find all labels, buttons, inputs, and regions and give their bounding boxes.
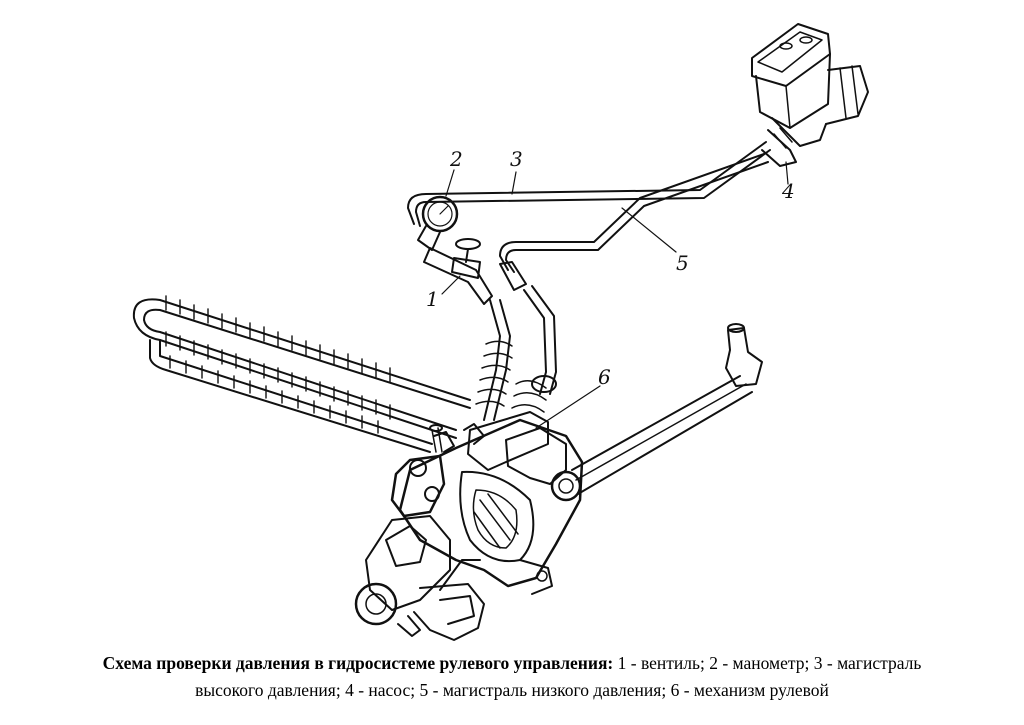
valve-body [354, 424, 485, 641]
hose-coil [475, 340, 513, 407]
oil-cooler [132, 295, 471, 453]
figure-caption: Схема проверки давления в гидросистеме р… [0, 650, 1024, 704]
pressure-gauge [417, 195, 459, 251]
caption-title: Схема проверки давления в гидросистеме р… [102, 653, 614, 673]
leader-5 [621, 207, 677, 253]
caption-line-1-rest: 1 - вентиль; 2 - манометр; 3 - магистрал… [613, 653, 922, 673]
hose-low-left [523, 289, 547, 395]
tie-rod [571, 323, 763, 495]
callout-5: 5 [676, 251, 689, 275]
low-pressure-connector [499, 261, 527, 291]
callout-1: 1 [426, 287, 439, 311]
high-pressure-line-inner [415, 149, 771, 227]
low-pressure-fitting [531, 375, 557, 393]
low-pressure-line-outer [499, 153, 765, 271]
pump-assembly [751, 23, 869, 167]
callout-2: 2 [449, 147, 463, 171]
hydraulic-steering-diagram: 1 2 3 4 5 6 [132, 23, 869, 641]
callout-4: 4 [781, 179, 795, 203]
caption-line-2: высокого давления; 4 - насос; 5 - магист… [195, 680, 829, 700]
hose-low-right [531, 285, 557, 395]
hose-high-right [493, 299, 511, 421]
leader-3 [511, 171, 517, 195]
leader-1 [441, 275, 461, 295]
high-pressure-line-outer [407, 141, 767, 225]
callout-6: 6 [598, 365, 611, 389]
low-pressure-line-inner [505, 161, 769, 273]
valve [423, 238, 493, 305]
callout-3: 3 [510, 147, 523, 171]
leader-2 [445, 169, 455, 197]
hose-coil-low [511, 380, 547, 413]
steering-gear [398, 411, 584, 595]
caption-line-1: Схема проверки давления в гидросистеме р… [0, 650, 1024, 677]
leader-6 [535, 385, 601, 429]
leader-4 [785, 161, 789, 185]
